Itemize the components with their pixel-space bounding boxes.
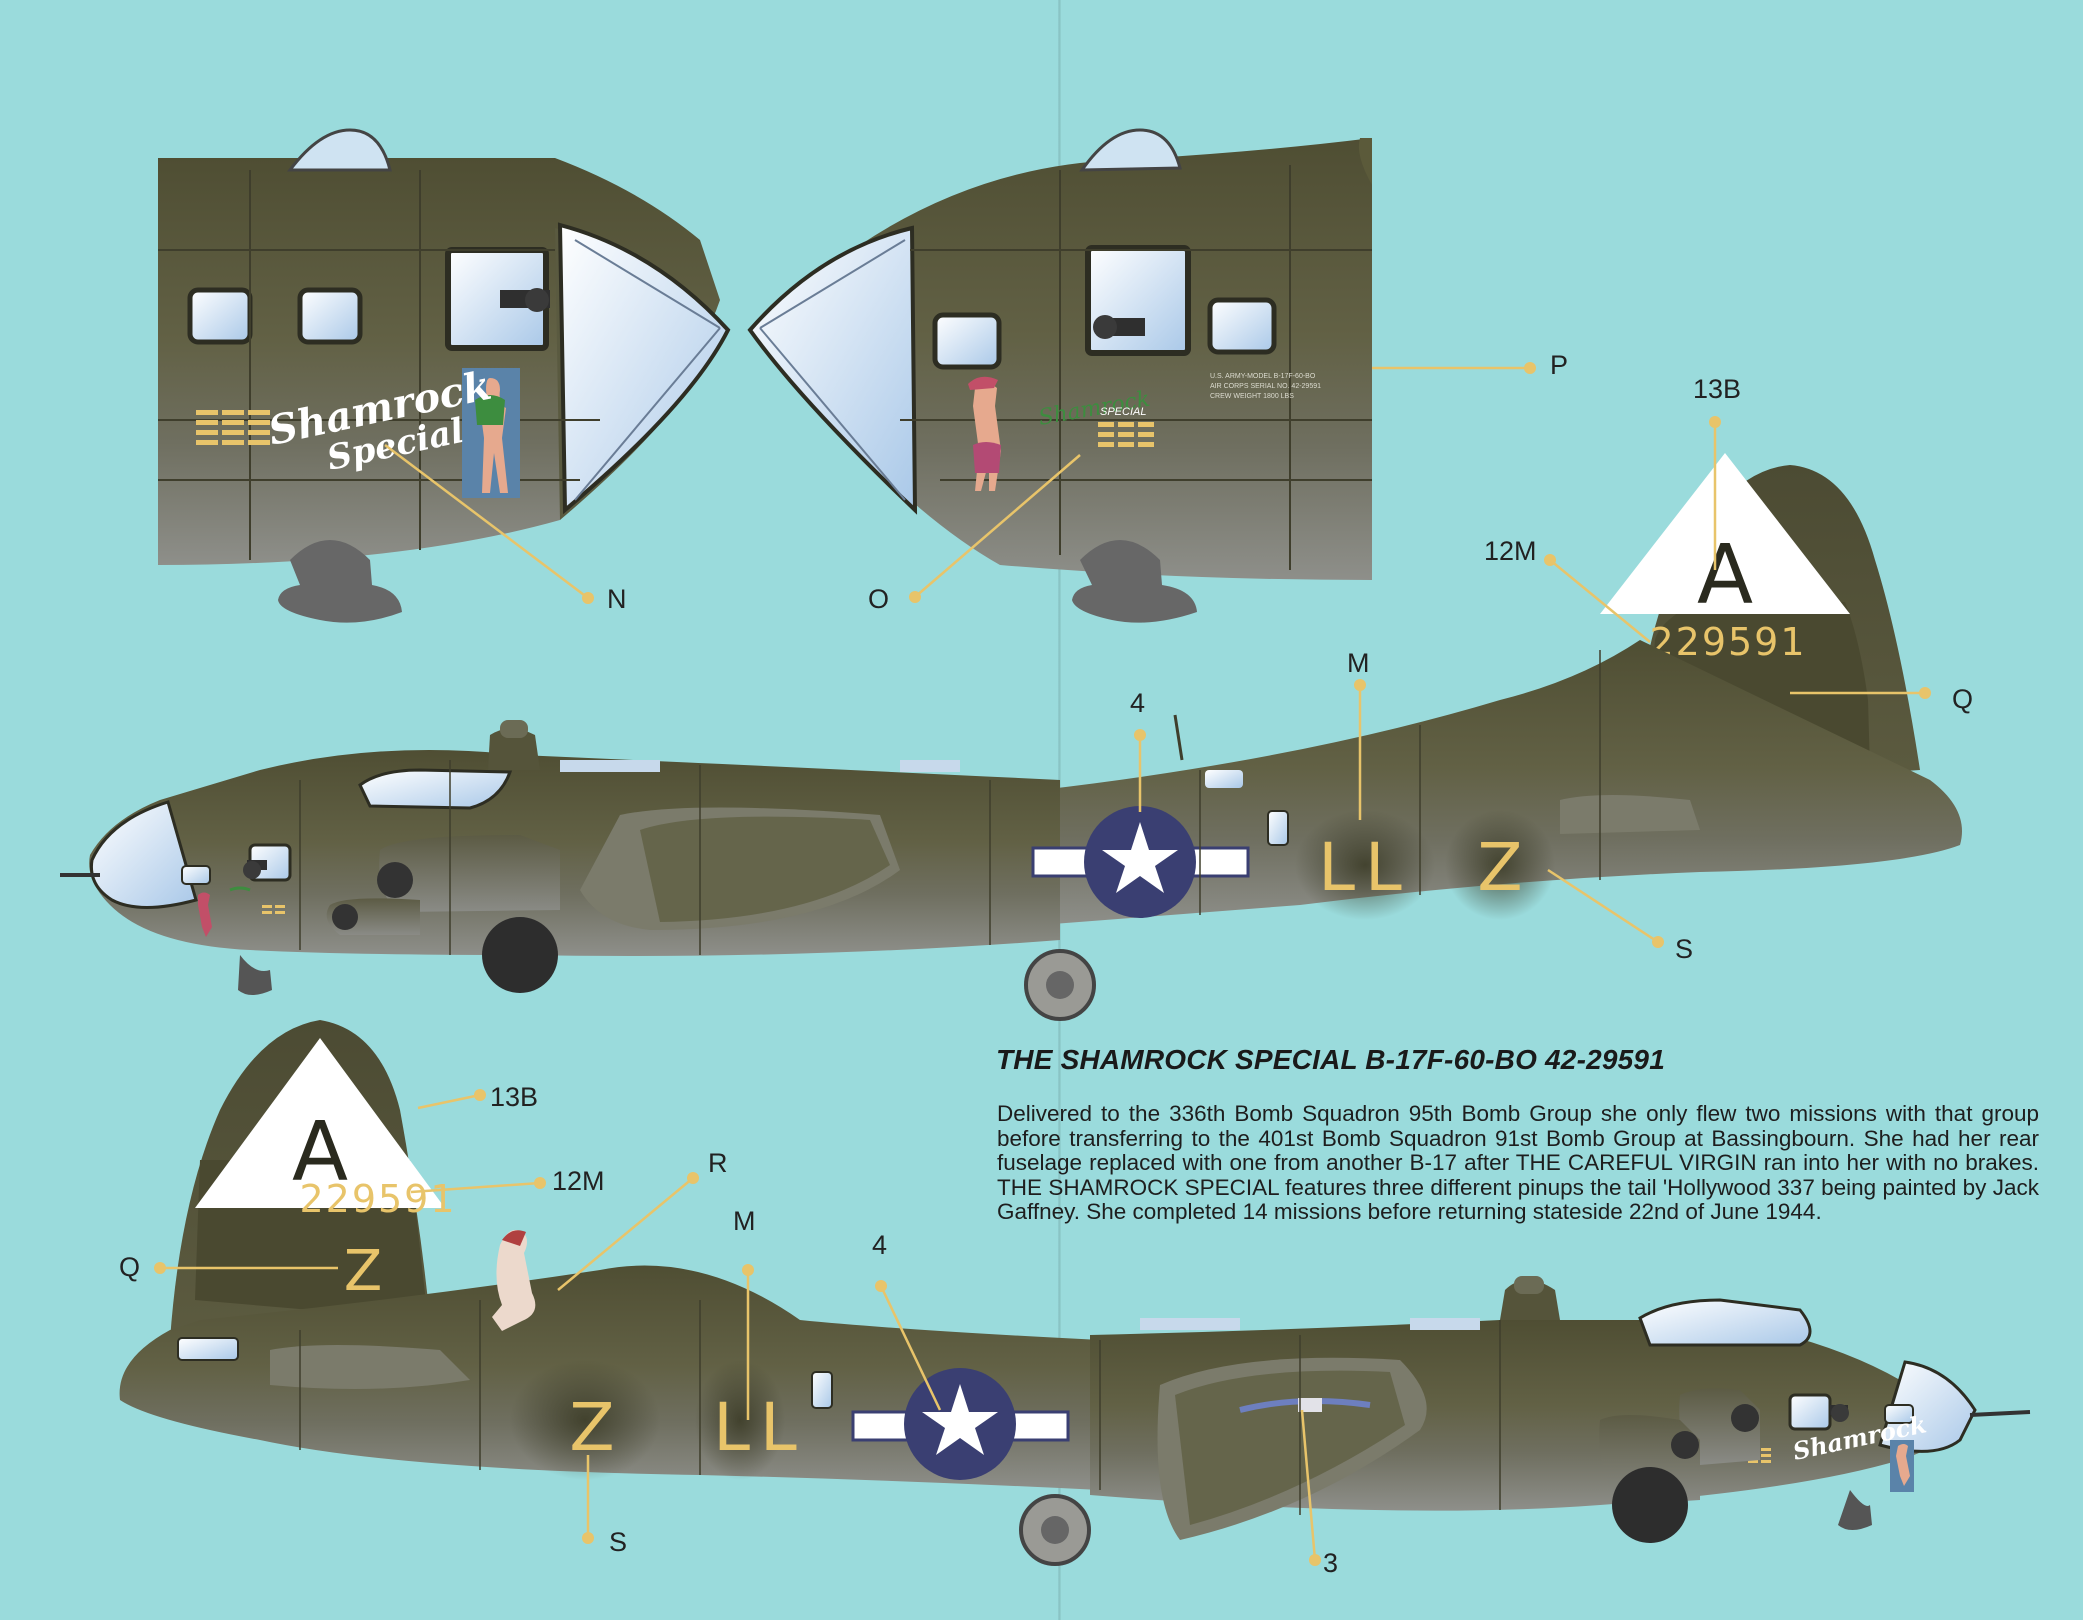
callout-n: N: [607, 584, 627, 614]
bottom-aircraft-code: Z: [569, 1389, 614, 1466]
callout-bottom-m: M: [733, 1206, 756, 1236]
callout-bottom-3: 3: [1323, 1548, 1339, 1578]
aircraft-top-profile: A 229591 Z LL Z: [60, 453, 1962, 1021]
stencil-line1: U.S. ARMY-MODEL B-17F-60-BO: [1210, 373, 1316, 380]
aircraft-bottom-profile: A 229591 Z Shamrock: [119, 1020, 2031, 1566]
nose-right-view: Shamrock SPECIAL U.S. ARMY-MODEL B-17F-6…: [747, 128, 1372, 623]
bottom-tail-code: Z: [344, 1239, 382, 1304]
leader-dots: [154, 362, 1931, 1566]
top-squadron-code: LL: [1318, 829, 1412, 906]
aircraft-title: THE SHAMROCK SPECIAL B-17F-60-BO 42-2959…: [996, 1044, 1665, 1075]
top-tail-serial: 229591: [1649, 620, 1806, 664]
stencil-line3: CREW WEIGHT 1800 LBS: [1210, 393, 1294, 400]
callout-bottom-r: R: [708, 1148, 728, 1178]
nose-art-right-small: SPECIAL: [1100, 406, 1146, 418]
callout-p: P: [1550, 350, 1569, 380]
callout-top-13b: 13B: [1693, 374, 1742, 404]
callout-bottom-q: Q: [119, 1252, 141, 1282]
callout-top-q: Q: [1952, 684, 1974, 714]
bottom-squadron-code: LL: [713, 1389, 807, 1466]
top-tail-letter: A: [1697, 528, 1753, 623]
aircraft-description: Delivered to the 336th Bomb Squadron 95t…: [997, 1101, 2039, 1224]
callout-bottom-4: 4: [872, 1230, 888, 1260]
callout-top-m: M: [1347, 648, 1370, 678]
callout-o: O: [868, 584, 890, 614]
callout-bottom-s: S: [609, 1527, 628, 1557]
top-aircraft-code: Z: [1477, 829, 1522, 906]
callout-top-12m: 12M: [1484, 536, 1537, 566]
stencil-line2: AIR CORPS SERIAL NO. 42-29591: [1210, 383, 1321, 390]
bottom-tail-serial: 229591: [299, 1177, 456, 1221]
callout-bottom-13b: 13B: [490, 1082, 539, 1112]
leader-lines: [160, 366, 1925, 1561]
callout-top-4: 4: [1130, 688, 1146, 718]
nose-left-view: Shamrock Special: [158, 128, 731, 623]
callout-bottom-12m: 12M: [552, 1166, 605, 1196]
bottom-tail-letter: A: [292, 1105, 348, 1200]
callout-top-s: S: [1675, 934, 1694, 964]
